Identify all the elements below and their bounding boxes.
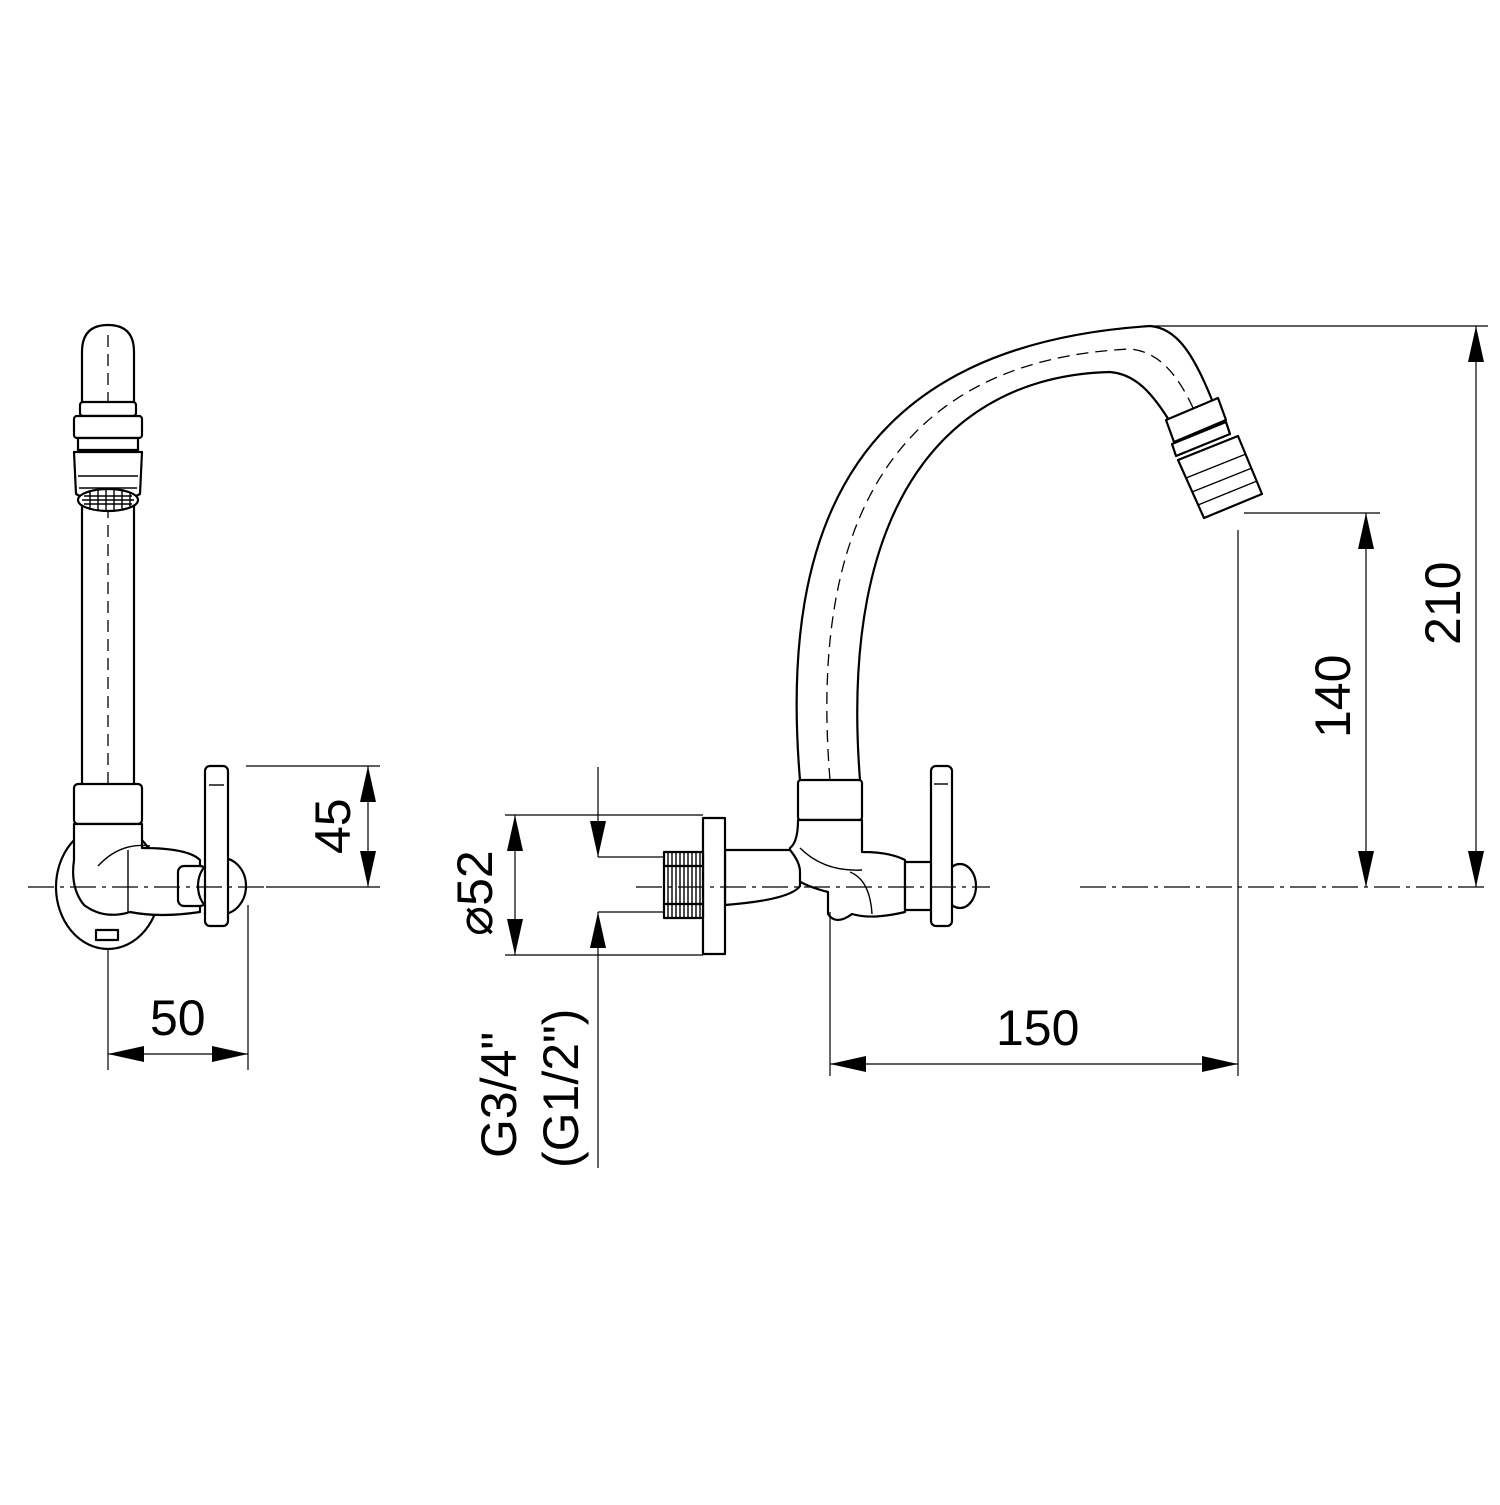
side-marker-tag <box>94 928 120 942</box>
dim-45-arrow-top <box>360 766 376 802</box>
dim-50-arrow-left <box>108 1046 144 1062</box>
dim-140-arrow-bottom <box>1358 851 1374 887</box>
side-view-dimensions: 50 45 <box>107 765 380 1070</box>
dim-150-arrow-right <box>1202 1056 1238 1072</box>
dim-thread-label-secondary: (G1/2") <box>533 1009 589 1168</box>
dim-thread-label-primary: G3/4" <box>471 1032 527 1158</box>
dim-45-arrow-bottom <box>360 851 376 887</box>
side-aerator-ring <box>72 414 144 440</box>
side-aerator-body <box>76 436 140 452</box>
front-view-dimensions: ⌀52 G3/4" (G1/2") 150 140 210 <box>447 325 1488 1168</box>
dim-52-arrow-top <box>507 815 523 851</box>
front-spout-arch-inner <box>856 370 1174 782</box>
dim-thread-arrow-bottom <box>590 912 606 948</box>
dim-210-arrow-bottom <box>1468 851 1484 887</box>
front-view <box>636 324 1488 956</box>
dim-52-label: ⌀52 <box>447 850 503 936</box>
side-aerator-ring-top <box>78 400 138 418</box>
front-wall-flange <box>701 816 727 956</box>
dim-50-label: 50 <box>150 990 206 1046</box>
dim-210-label: 210 <box>1415 562 1471 645</box>
front-lever-handle <box>929 764 954 928</box>
side-valve-body <box>72 822 202 917</box>
side-lever-handle <box>203 764 230 928</box>
dim-140-label: 140 <box>1305 655 1361 738</box>
dim-210-arrow-top <box>1468 326 1484 362</box>
front-aerator <box>1164 396 1264 520</box>
side-view <box>28 323 266 951</box>
dim-50-arrow-right <box>212 1046 248 1062</box>
dim-150-arrow-left <box>830 1056 866 1072</box>
dim-140-arrow-top <box>1358 513 1374 549</box>
dim-thread-arrow-top <box>590 821 606 857</box>
front-thread-pattern <box>662 852 705 918</box>
front-body-collar <box>796 778 864 822</box>
side-body-collar <box>72 782 144 826</box>
side-spout-pipe <box>80 323 136 786</box>
dim-45-label: 45 <box>305 798 361 854</box>
dim-150-label: 150 <box>996 1000 1079 1056</box>
dim-52-arrow-bottom <box>507 919 523 955</box>
front-inlet-connector <box>723 848 802 907</box>
side-aerator-mesh <box>76 487 140 513</box>
front-spout-centerline <box>826 348 1196 781</box>
front-spout-arch-outer <box>795 324 1214 782</box>
front-body-edge <box>799 847 863 871</box>
